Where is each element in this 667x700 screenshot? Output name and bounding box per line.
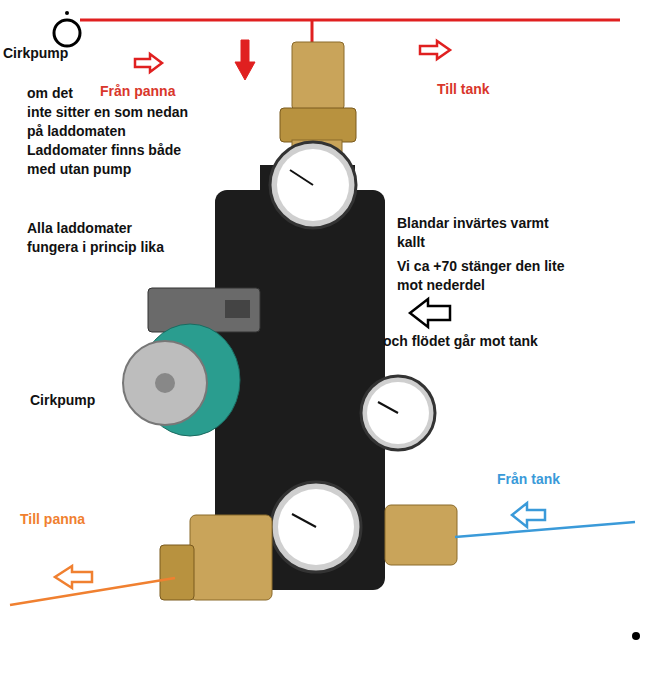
pump-label: Cirkpump	[3, 44, 113, 63]
flow-label: Från panna	[100, 82, 210, 101]
label-text: Från tank	[497, 471, 560, 487]
label-text: Cirkpump	[30, 392, 95, 408]
label-text: Från panna	[100, 83, 175, 99]
pump-label: Cirkpump	[30, 391, 130, 410]
label-text: och flödet går mot tank	[383, 333, 538, 349]
flow-label: Från tank	[497, 470, 607, 489]
note-text: och flödet går mot tank	[383, 332, 583, 351]
label-text: Till tank	[437, 81, 490, 97]
label-text: Till panna	[20, 511, 85, 527]
note-text: Blandar invärtes varmt kallt	[397, 214, 569, 252]
note-text: Vi ca +70 stänger den lite mot nederdel	[397, 257, 569, 295]
note-text: Alla laddomater fungera i princip lika	[27, 219, 187, 257]
label-text: Alla laddomater fungera i princip lika	[27, 220, 164, 255]
flow-label: Till tank	[437, 80, 537, 99]
flow-label: Till panna	[20, 510, 130, 529]
label-text: Cirkpump	[3, 45, 68, 61]
label-text: Vi ca +70 stänger den lite mot nederdel	[397, 258, 564, 293]
label-text: Blandar invärtes varmt kallt	[397, 215, 549, 250]
